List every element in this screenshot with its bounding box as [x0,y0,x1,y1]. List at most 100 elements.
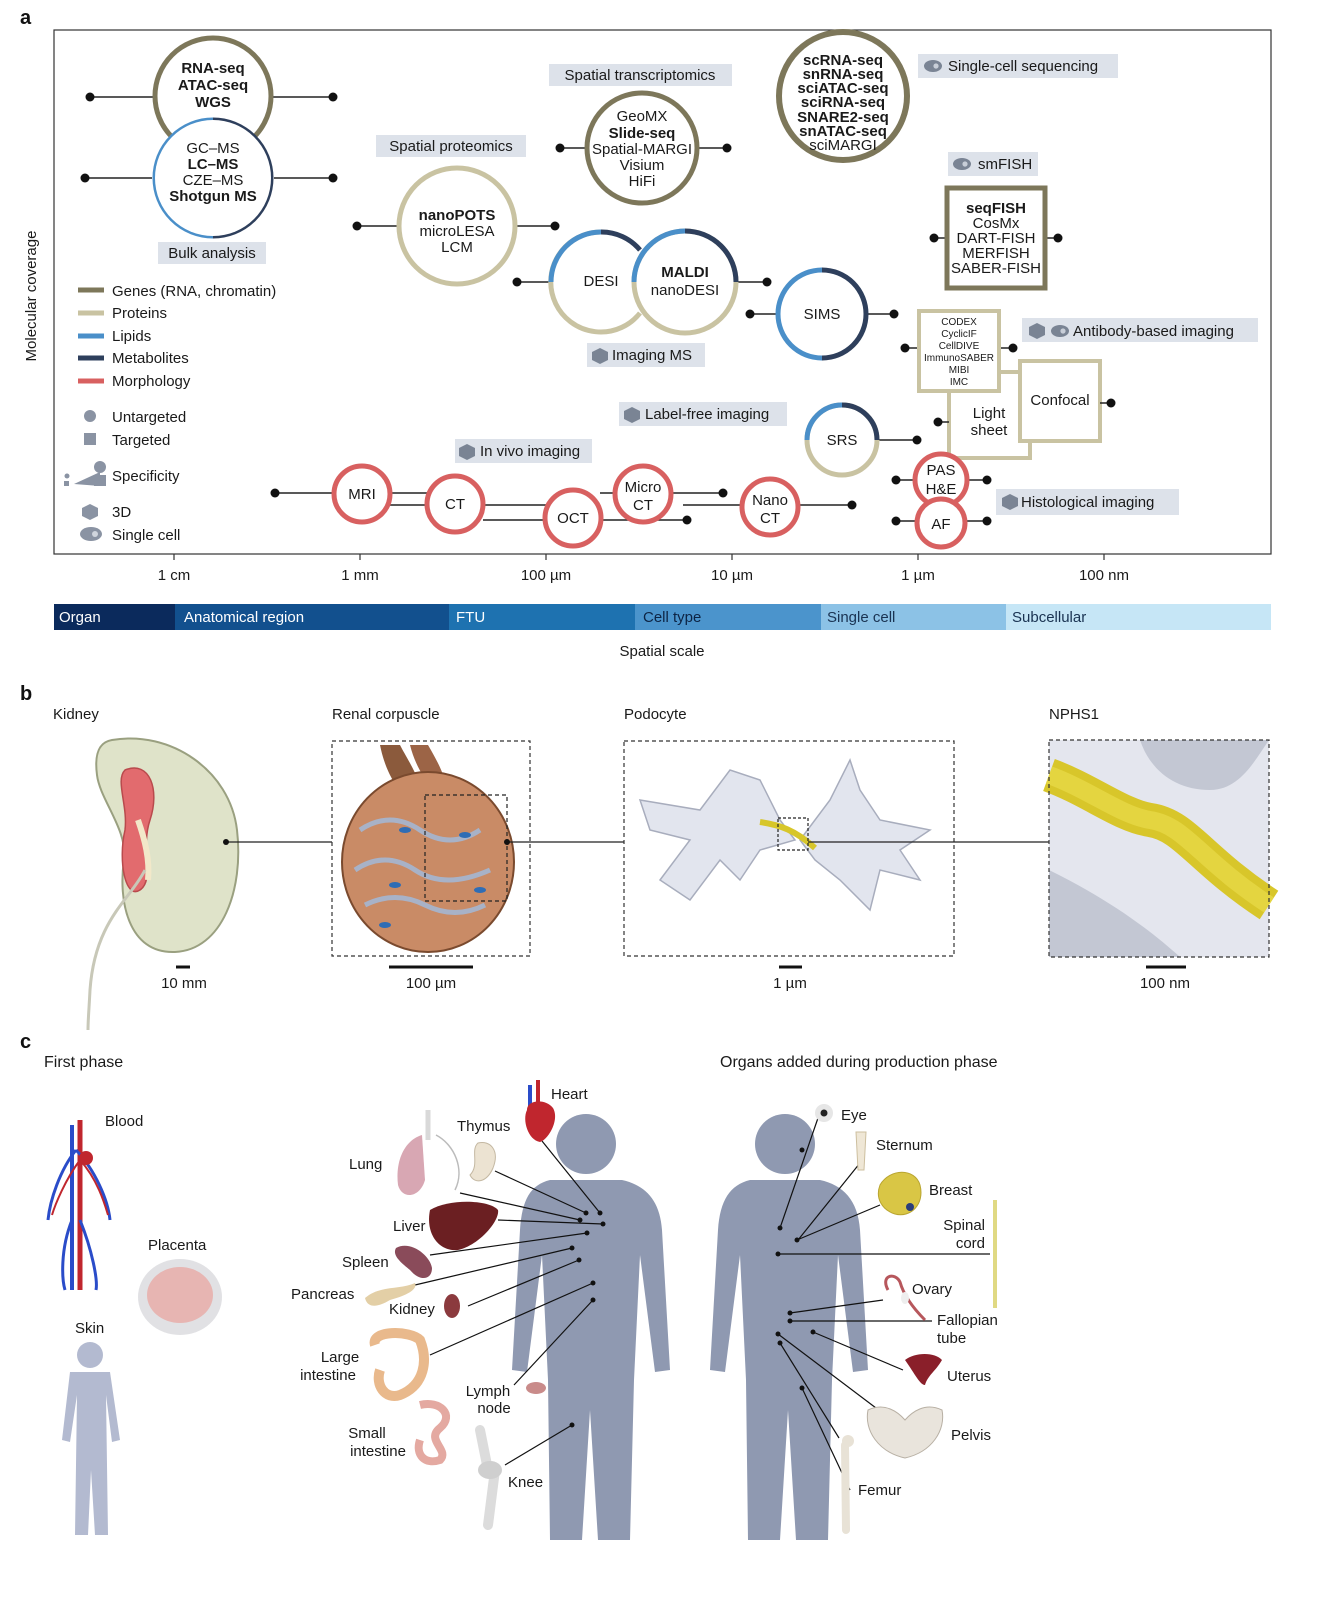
podocyte-zoom-box [777,817,809,851]
single-cell-icon [924,60,942,72]
legend-targeted: Targeted [112,432,170,449]
node-oct: OCT [557,510,589,527]
tag-smfish: smFISH [978,156,1032,173]
middle-organ-leaders [414,1140,604,1466]
specificity-icon [64,461,106,486]
large-intestine-icon [369,1328,429,1401]
nphs1-frame [1048,739,1270,958]
legend-proteins: Proteins [112,305,167,322]
band-subcellular-label: Subcellular [1012,609,1086,626]
skin-body-illustration [62,1342,120,1535]
band-subcellular [1006,604,1271,630]
cube-icon [459,444,475,460]
label-spinal-cord: cord [956,1235,985,1252]
bulk-gc-ms: GC–MS [186,140,239,157]
label-pancreas: Pancreas [291,1286,354,1303]
right-organ-leaders [777,1117,990,1491]
node-scimargi: sciMARGI [809,137,877,154]
smfish-group: smFISH seqFISH CosMx DART-FISH MERFISH S… [929,152,1063,291]
blood-illustration [46,1120,112,1291]
label-heart: Heart [551,1086,589,1103]
node-geomx: GeoMX [617,108,668,125]
tag-spatial-transcriptomics: Spatial transcriptomics [565,67,716,84]
node-ct: CT [445,496,465,513]
label-femur: Femur [858,1482,901,1499]
label-uterus: Uterus [947,1368,991,1385]
legend-lipids: Lipids [112,328,151,345]
node-af: AF [931,516,950,533]
node-micro-ct: CT [633,497,653,514]
scale-bands: Organ Anatomical region FTU Cell type Si… [54,604,1271,660]
label-skin: Skin [75,1320,104,1337]
node-dart-fish: DART-FISH [957,230,1036,247]
label-fallopian: Fallopian [937,1312,998,1329]
tag-imaging-ms: Imaging MS [612,347,692,364]
node-sheet: sheet [971,422,1009,439]
tag-single-cell-sequencing: Single-cell sequencing [948,58,1098,75]
placenta-illustration [138,1259,222,1335]
node-scrna-seq: scRNA-seq [803,52,883,69]
node-mibi: MIBI [949,365,970,376]
cube-icon [1002,494,1018,510]
label-small: Small [348,1425,386,1442]
tick-1cm: 1 cm [158,567,191,584]
tick-100um: 100 µm [521,567,571,584]
node-sims: SIMS [804,306,841,323]
band-cell-type-label: Cell type [643,609,701,626]
x-axis-label: Spatial scale [619,643,704,660]
node-nano-ct: CT [760,510,780,527]
node-snare2-seq: SNARE2-seq [797,109,889,126]
node-maldi: MALDI [661,264,709,281]
breast-icon [877,1171,922,1216]
podocyte-illustration [638,758,932,912]
small-intestine-icon [414,1400,450,1466]
tag-in-vivo: In vivo imaging [480,443,580,460]
node-codex: CODEX [941,317,977,328]
imaging-ms-group: DESI MALDI nanoDESI Imaging MS [512,228,772,367]
title-kidney: Kidney [53,706,99,723]
sternum-icon [855,1131,867,1171]
right-organ-dots [775,1147,816,1391]
bulk-cze-ms: CZE–MS [183,172,244,189]
label-spinal: Spinal [943,1217,985,1234]
band-anatomical-label: Anatomical region [184,609,304,626]
legend: Genes (RNA, chromatin) Proteins Lipids M… [64,283,276,544]
node-snrna-seq: snRNA-seq [803,66,884,83]
label-large: Large [321,1349,359,1366]
spatial-transcriptomics-group: Spatial transcriptomics GeoMX Slide-seq … [549,64,732,206]
title-renal-corpuscle: Renal corpuscle [332,706,440,723]
node-lcm: LCM [441,239,473,256]
panel-a-frame [53,29,1272,555]
tag-antibody-imaging: Antibody-based imaging [1073,323,1234,340]
title-nphs1: NPHS1 [1049,706,1099,723]
corpuscle-illustration [341,745,515,953]
band-ftu [449,604,635,630]
node-spatial-margi: Spatial-MARGI [592,141,692,158]
label-small-intestine: intestine [350,1443,406,1460]
scale-10mm: 10 mm [161,975,207,992]
tick-100nm: 100 nm [1079,567,1129,584]
spatial-proteomics-group: Spatial proteomics nanoPOTS microLESA LC… [352,135,560,287]
node-nano: Nano [752,492,788,509]
node-merfish: MERFISH [962,245,1030,262]
corpuscle-frame [331,740,531,957]
antibody-imaging-group: Antibody-based imaging Light sheet Confo… [900,309,1258,460]
bulk-lc-ms: LC–MS [188,156,239,173]
node-snatac-seq: snATAC-seq [799,123,887,140]
label-blood: Blood [105,1113,143,1130]
label-kidney: Kidney [389,1301,435,1318]
node-cyclicif: CyclicIF [941,329,977,340]
node-srs: SRS [827,432,858,449]
node-nanodesi: nanoDESI [651,282,719,299]
bulk-rna-seq: RNA-seq [181,60,244,77]
tick-1um: 1 µm [901,567,935,584]
band-organ [54,604,175,630]
node-nanopots: nanoPOTS [419,207,496,224]
label-eye: Eye [841,1107,867,1124]
x-axis: 1 cm 1 mm 100 µm 10 µm 1 µm 100 nm [158,554,1129,584]
bulk-atac-seq: ATAC-seq [178,77,248,94]
label-thymus: Thymus [457,1118,510,1135]
bulk-shotgun-ms: Shotgun MS [169,188,256,205]
knee-icon [475,1425,502,1530]
